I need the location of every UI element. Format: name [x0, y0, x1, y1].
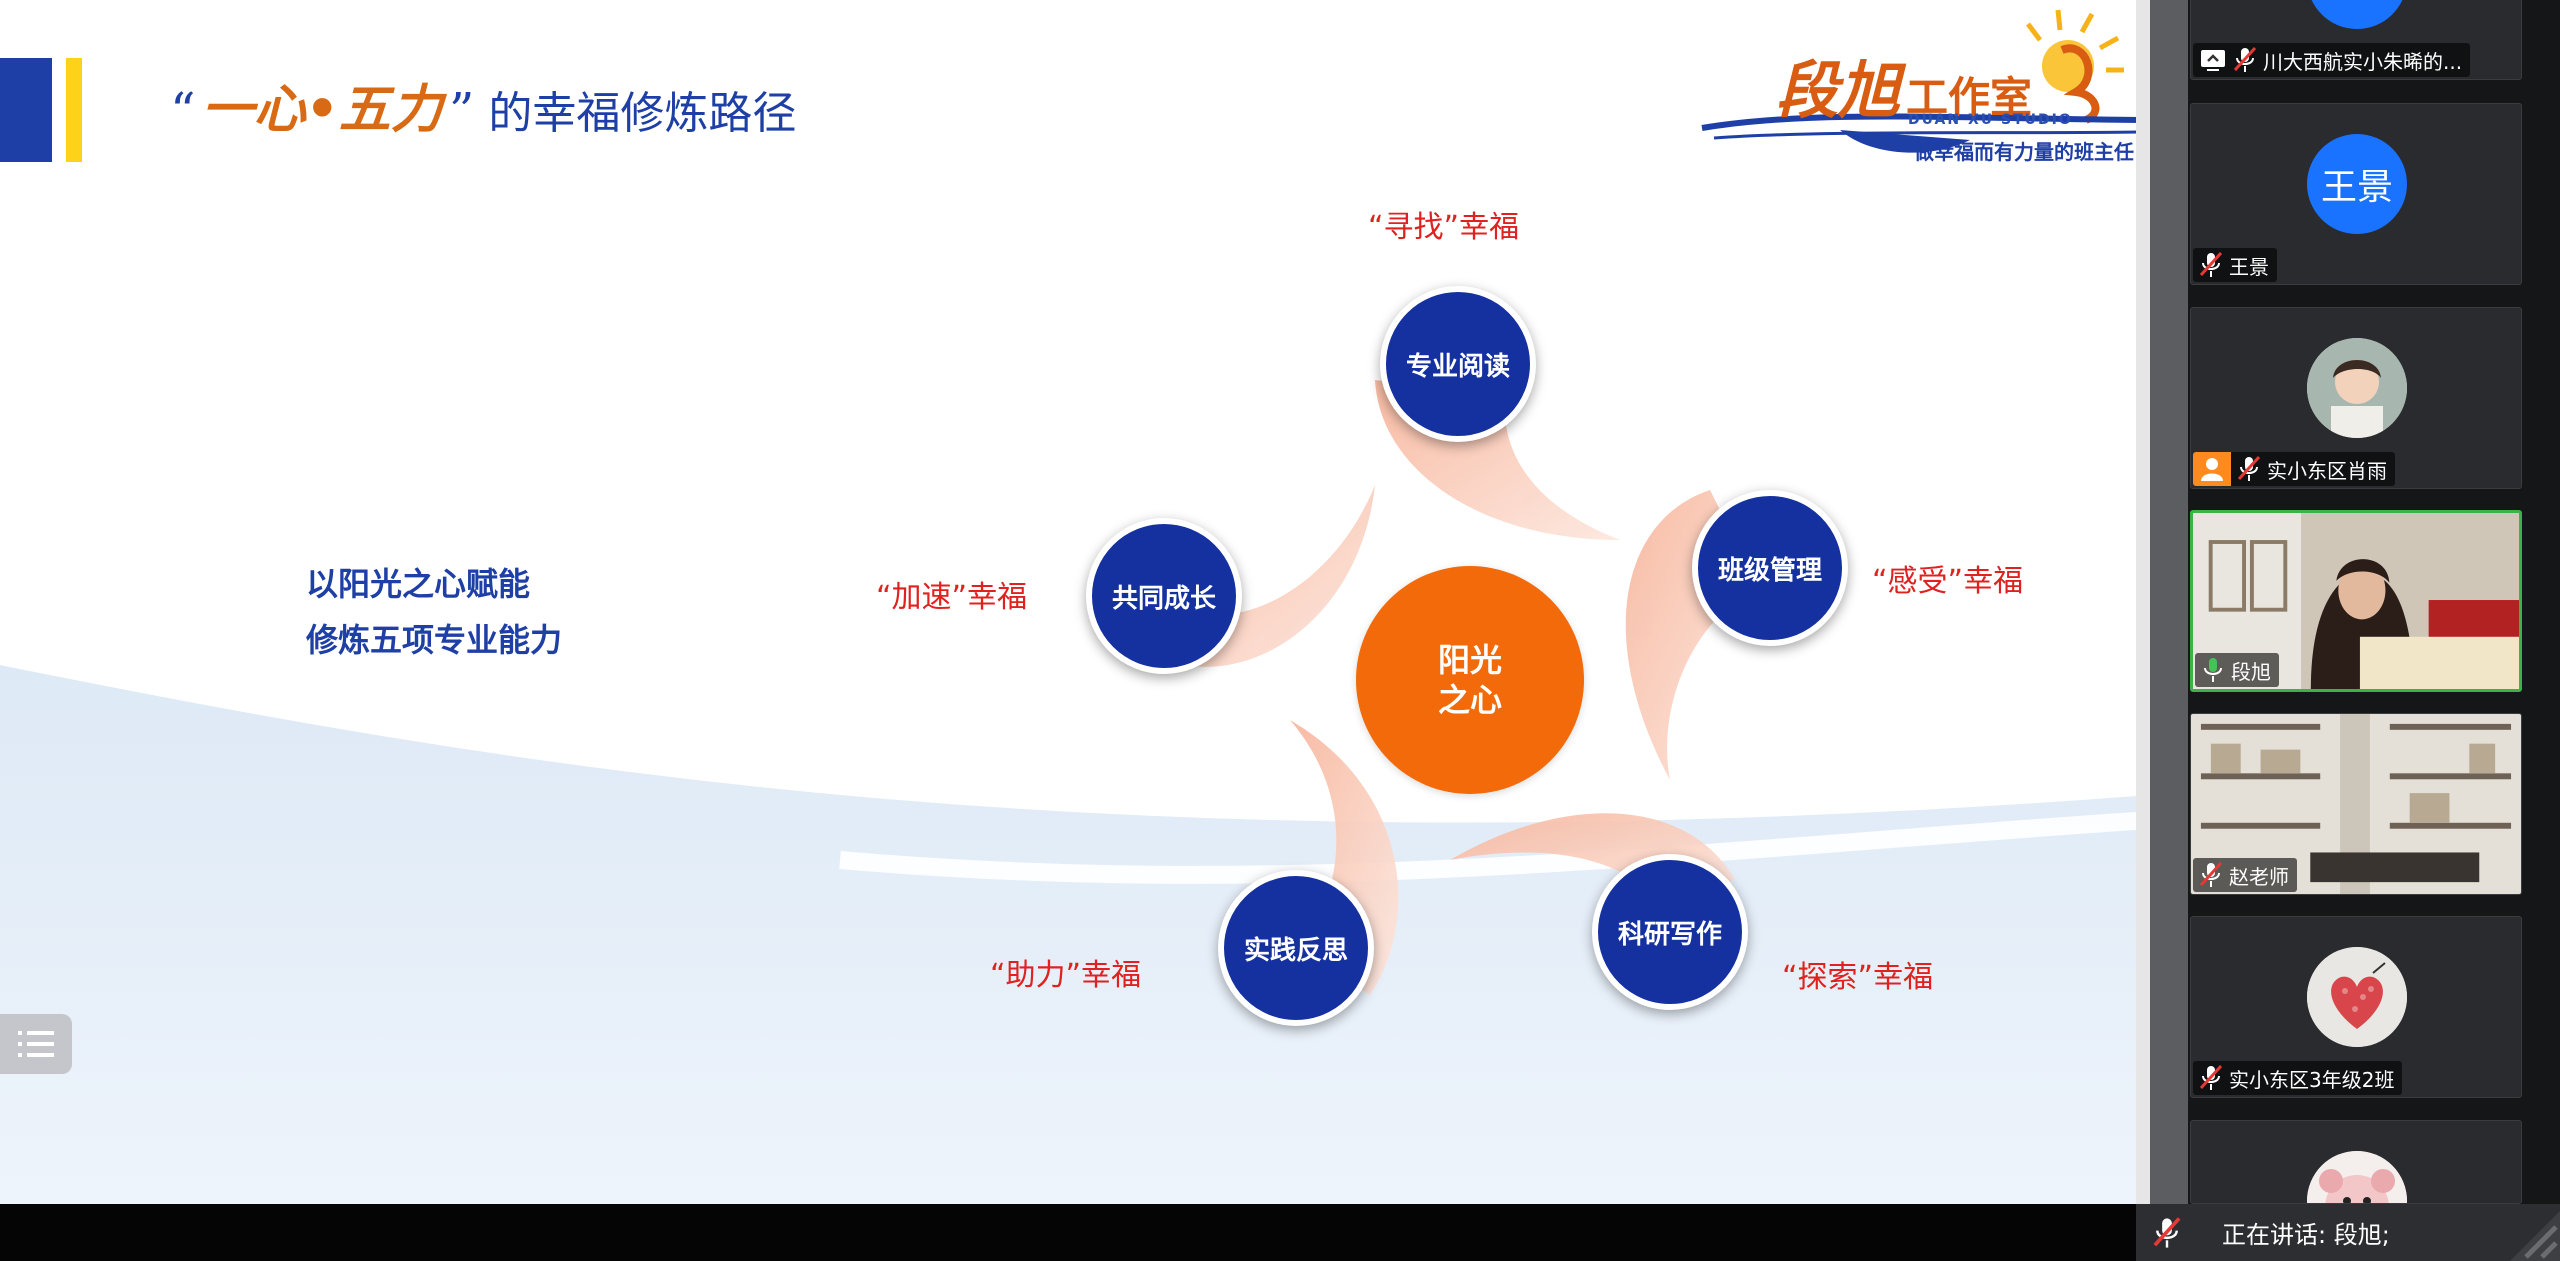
participant-name-tag: 川大西航实小朱晞的... — [2193, 43, 2471, 77]
title-quote-open: “ — [170, 82, 196, 140]
mic-muted-icon — [2199, 1064, 2223, 1090]
label-accelerate-happiness: “加速”幸福 — [876, 580, 1028, 615]
participant-name: 川大西航实小朱晞的... — [2263, 49, 2463, 74]
mic-muted-icon — [2237, 455, 2261, 481]
pig-photo-icon — [2307, 1151, 2407, 1203]
avatar: 王景 — [2307, 134, 2407, 234]
mic-muted-icon — [2199, 861, 2223, 887]
heart-photo-icon — [2307, 947, 2407, 1047]
label-seek-happiness: “寻找”幸福 — [1368, 210, 1520, 245]
title-highlight: 一心•五力 — [201, 79, 443, 140]
participant-tile[interactable] — [2190, 1120, 2522, 1204]
mic-active-icon — [2204, 658, 2222, 682]
participant-name: 段旭 — [2231, 659, 2271, 684]
title-accent-yellow — [66, 58, 82, 162]
mic-muted-icon[interactable] — [2152, 1216, 2182, 1250]
logo-brand-text: 段旭工作室 — [1776, 54, 2033, 127]
label-explore-happiness: “探索”幸福 — [1782, 960, 1934, 995]
participant-tile[interactable]: 实小东区肖雨 — [2190, 307, 2522, 489]
logo-slogan: 做幸福而有力量的班主任 — [1914, 140, 2134, 164]
participant-name-tag: 实小东区肖雨 — [2193, 452, 2395, 486]
participant-tile[interactable]: 实小东区3年级2班 — [2190, 916, 2522, 1098]
label-assist-happiness: “助力”幸福 — [990, 958, 1142, 993]
host-badge — [2193, 452, 2231, 486]
slide-outline-button[interactable] — [0, 1014, 72, 1074]
participant-name: 赵老师 — [2229, 864, 2289, 889]
node-professional-reading: 专业阅读 — [1380, 286, 1536, 442]
node-growing-together: 共同成长 — [1086, 518, 1242, 674]
slide-title: “ 一心•五力 ” 的幸福修炼路径 — [170, 66, 797, 140]
bottom-status-bar — [0, 1204, 2560, 1261]
node-practice-reflection: 实践反思 — [1218, 870, 1374, 1026]
list-icon — [18, 1031, 54, 1057]
avatar — [2307, 1151, 2407, 1203]
mic-muted-icon — [2199, 251, 2223, 277]
avatar — [2307, 947, 2407, 1047]
person-icon — [2201, 458, 2223, 481]
label-feel-happiness: “感受”幸福 — [1872, 564, 2024, 599]
slide-background-wave — [0, 380, 2150, 1204]
sun-logo-icon — [1701, 9, 2141, 153]
participant-name: 王景 — [2229, 254, 2269, 279]
participant-tile-active-speaker[interactable]: 段旭 — [2190, 510, 2522, 692]
participant-tile[interactable]: 川大西航实小朱晞的... — [2190, 0, 2522, 80]
mic-muted-icon — [2233, 46, 2257, 72]
slide-left-caption: 以阳光之心赋能 修炼五项专业能力 — [306, 556, 562, 668]
participant-tile[interactable]: 王景 王景 — [2190, 103, 2522, 285]
participant-tile[interactable]: 赵老师 — [2190, 713, 2522, 895]
node-research-writing: 科研写作 — [1592, 854, 1748, 1010]
title-rest: 的幸福修炼路径 — [488, 88, 797, 139]
left-caption-line1: 以阳光之心赋能 — [306, 565, 531, 603]
slide-frame-edge — [2136, 0, 2150, 1204]
panel-scrollbar[interactable] — [2150, 0, 2188, 1204]
participant-name-tag: 实小东区3年级2班 — [2193, 1061, 2403, 1095]
speaking-indicator: 正在讲话: 段旭; — [2136, 1204, 2560, 1261]
participant-name: 实小东区3年级2班 — [2229, 1067, 2395, 1092]
title-accent-blue — [0, 58, 52, 162]
logo-english-text: DUAN XU STUDIO — [1908, 112, 2073, 128]
center-node-sunshine-heart: 阳光 之心 — [1356, 566, 1584, 794]
participant-name: 实小东区肖雨 — [2267, 458, 2387, 483]
participant-name-tag: 王景 — [2193, 248, 2277, 282]
shared-slide: “ 一心•五力 ” 的幸福修炼路径 段旭工作室 DUAN XU STUDIO 做… — [0, 0, 2150, 1204]
avatar — [2307, 0, 2407, 29]
participant-name-tag: 段旭 — [2195, 653, 2279, 687]
participant-name-tag: 赵老师 — [2193, 858, 2297, 892]
speaking-status-text: 正在讲话: 段旭; — [2222, 1221, 2390, 1249]
screen-share-icon — [2201, 50, 2225, 71]
studio-logo: 段旭工作室 DUAN XU STUDIO 做幸福而有力量的班主任 — [1690, 0, 2150, 170]
title-quote-close: ” — [448, 82, 475, 140]
left-caption-line2: 修炼五项专业能力 — [306, 621, 563, 659]
resize-handle-icon[interactable] — [2504, 1211, 2560, 1261]
child-photo-icon — [2307, 338, 2407, 438]
avatar — [2307, 338, 2407, 438]
node-class-management: 班级管理 — [1692, 490, 1848, 646]
